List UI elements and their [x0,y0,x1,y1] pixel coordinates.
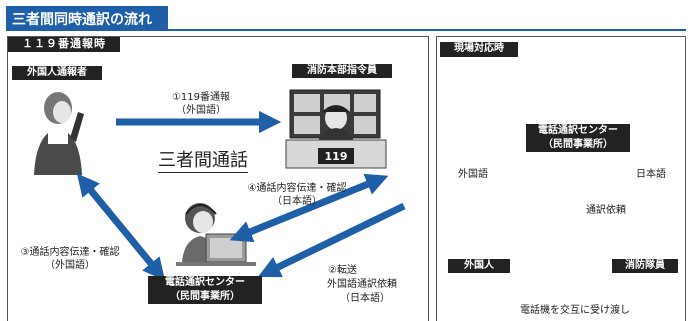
request-label: 通訳依頼 [586,205,626,216]
firefighter-label: 消防隊員 [612,259,678,273]
panel-119-heading: １１９番通報時 [8,37,120,52]
handoff-caption: 電話機を交互に受け渡し [520,305,630,316]
dispatcher-figure [285,89,387,169]
console-119-number: 119 [325,150,348,163]
foreigner-label: 外国人 [448,259,510,273]
dispatch-label: 消防本部指令員 [292,64,392,78]
scene-center-label: 電話通訳センター （民間事業所） [526,124,630,152]
panel-on-site [436,36,686,321]
center-operator-figure [176,203,256,266]
page-title: 三者間同時通訳の流れ [12,12,152,28]
center-sub: （民間事業所） [170,291,240,302]
center-label: 電話通訳センター （民間事業所） [148,276,262,304]
scene-center-name: 電話通訳センター [538,125,618,136]
panel-scene-heading: 現場対応時 [440,42,518,57]
step4-lang: （日本語） [272,196,322,207]
arrow-step2 [257,202,406,278]
step3-lang: （外国語） [45,260,95,271]
scene-center-sub: （民間事業所） [543,139,613,150]
step3-text: ③通話内容伝達・確認 [20,247,120,258]
title-underline [6,29,686,31]
japanese-label: 日本語 [636,169,666,180]
title-bar: 三者間同時通訳の流れ [6,6,168,30]
three-way-call-label: 三者間通話 [158,150,248,173]
foreign-caller-label: 外国人通報者 [12,66,102,80]
step1-text: ①119番通報 [171,92,231,103]
step1-lang: （外国語） [176,105,226,116]
step2-detail: 外国語通訳依頼 [327,279,397,290]
foreign-language-label: 外国語 [458,169,488,180]
arrow-step3 [76,173,166,281]
center-name: 電話通訳センター [165,277,245,288]
arrow-step4 [229,173,389,243]
step2-lang: （日本語） [340,293,390,304]
foreign-caller-figure [34,92,84,175]
step2-text: ②転送 [328,265,357,276]
step4-text: ④通話内容伝達・確認 [247,183,347,194]
